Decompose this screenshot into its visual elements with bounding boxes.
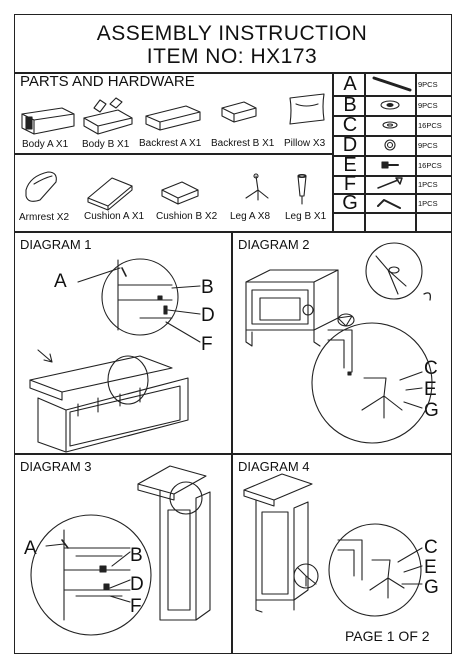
d1-callout-a: A (54, 271, 67, 292)
armrest-icon (25, 171, 57, 202)
hardware-letter-f: F (343, 173, 357, 195)
part-label-pillow: Pillow X3 (284, 138, 326, 149)
divider-under-title (14, 72, 452, 74)
hardware-row-line (332, 212, 452, 214)
allen-key-icon (377, 199, 401, 209)
hardware-qty-c: 16PCS (418, 121, 442, 130)
divider-parts-hardware (332, 72, 334, 232)
d3-callout-b: B (130, 545, 143, 566)
hardware-row-line (332, 115, 452, 117)
part-label-leg-a: Leg A X8 (230, 211, 271, 222)
hardware-letter-e: E (343, 154, 357, 176)
diagram-4-title: DIAGRAM 4 (238, 459, 310, 474)
hardware-qty-d: 9PCS (418, 141, 438, 150)
diagram-2-title: DIAGRAM 2 (238, 237, 310, 252)
d3-callout-a: A (24, 538, 37, 559)
washer-icon (380, 100, 400, 110)
divider-parts-rows (14, 153, 332, 155)
pillow-icon (289, 93, 325, 125)
hardware-qty-a: 9PCS (418, 80, 438, 89)
d4-callout-g: G (424, 577, 439, 598)
parts-section-title: PARTS AND HARDWARE (20, 73, 195, 90)
d1-callout-f: F (201, 334, 213, 355)
d3-callout-f: F (130, 596, 142, 617)
d4-callout-c: C (424, 537, 438, 558)
page-number: PAGE 1 OF 2 (345, 628, 430, 644)
leg-b-icon (297, 173, 307, 205)
diagram-1-title: DIAGRAM 1 (20, 237, 92, 252)
body-b-icon (83, 97, 133, 135)
document-title: ASSEMBLY INSTRUCTION (96, 22, 368, 45)
part-label-body-a: Body A X1 (22, 139, 69, 150)
divider-hardware-qty (415, 72, 417, 232)
hardware-row-line (332, 193, 452, 195)
d2-callout-e: E (424, 379, 437, 400)
part-label-body-b: Body B X1 (82, 139, 130, 150)
d3-callout-d: D (130, 574, 144, 595)
hardware-row-line (332, 155, 452, 157)
divider-under-parts (14, 231, 452, 233)
part-label-cushion-a: Cushion A X1 (84, 211, 145, 222)
hardware-letter-g: G (342, 192, 358, 214)
part-label-leg-b: Leg B X1 (285, 211, 327, 222)
short-bolt-icon (381, 161, 399, 169)
hardware-row-line (332, 95, 452, 97)
diagram-4-art (243, 473, 423, 617)
diagram-2-art (245, 242, 433, 444)
backrest-b-icon (221, 101, 257, 123)
hardware-row-line (332, 175, 452, 177)
divider-diagram-columns (231, 231, 233, 654)
diagram-3-title: DIAGRAM 3 (20, 459, 92, 474)
part-label-backrest-a: Backrest A X1 (139, 138, 202, 149)
small-washer-icon (382, 121, 398, 129)
d1-callout-b: B (201, 277, 214, 298)
page-frame (14, 14, 452, 654)
hardware-letter-d: D (342, 134, 358, 156)
hardware-letter-b: B (343, 94, 357, 116)
diagram-3-art (30, 465, 211, 636)
wrench-icon (377, 177, 403, 189)
divider-diagram-rows (14, 453, 452, 455)
hardware-row-line (332, 135, 452, 137)
diagram-1-art (29, 258, 201, 453)
cushion-a-icon (87, 177, 133, 211)
cushion-b-icon (161, 181, 199, 205)
spring-washer-icon (384, 139, 396, 151)
part-label-backrest-b: Backrest B X1 (211, 138, 275, 149)
part-label-cushion-b: Cushion B X2 (156, 211, 218, 222)
part-label-armrest: Armrest X2 (19, 212, 70, 223)
d4-callout-e: E (424, 557, 437, 578)
long-bolt-icon (372, 76, 412, 92)
backrest-a-icon (145, 105, 201, 131)
hardware-qty-f: 1PCS (418, 180, 438, 189)
d1-callout-d: D (201, 305, 215, 326)
d2-callout-c: C (424, 358, 438, 379)
hardware-qty-g: 1PCS (418, 199, 438, 208)
item-number: ITEM NO: HX173 (146, 45, 318, 68)
hardware-letter-c: C (342, 114, 358, 136)
hardware-qty-e: 16PCS (418, 161, 442, 170)
hardware-qty-b: 9PCS (418, 101, 438, 110)
divider-hardware-letters (364, 72, 366, 232)
leg-a-icon (245, 173, 269, 201)
hardware-letter-a: A (343, 73, 357, 95)
body-a-icon (21, 107, 75, 135)
